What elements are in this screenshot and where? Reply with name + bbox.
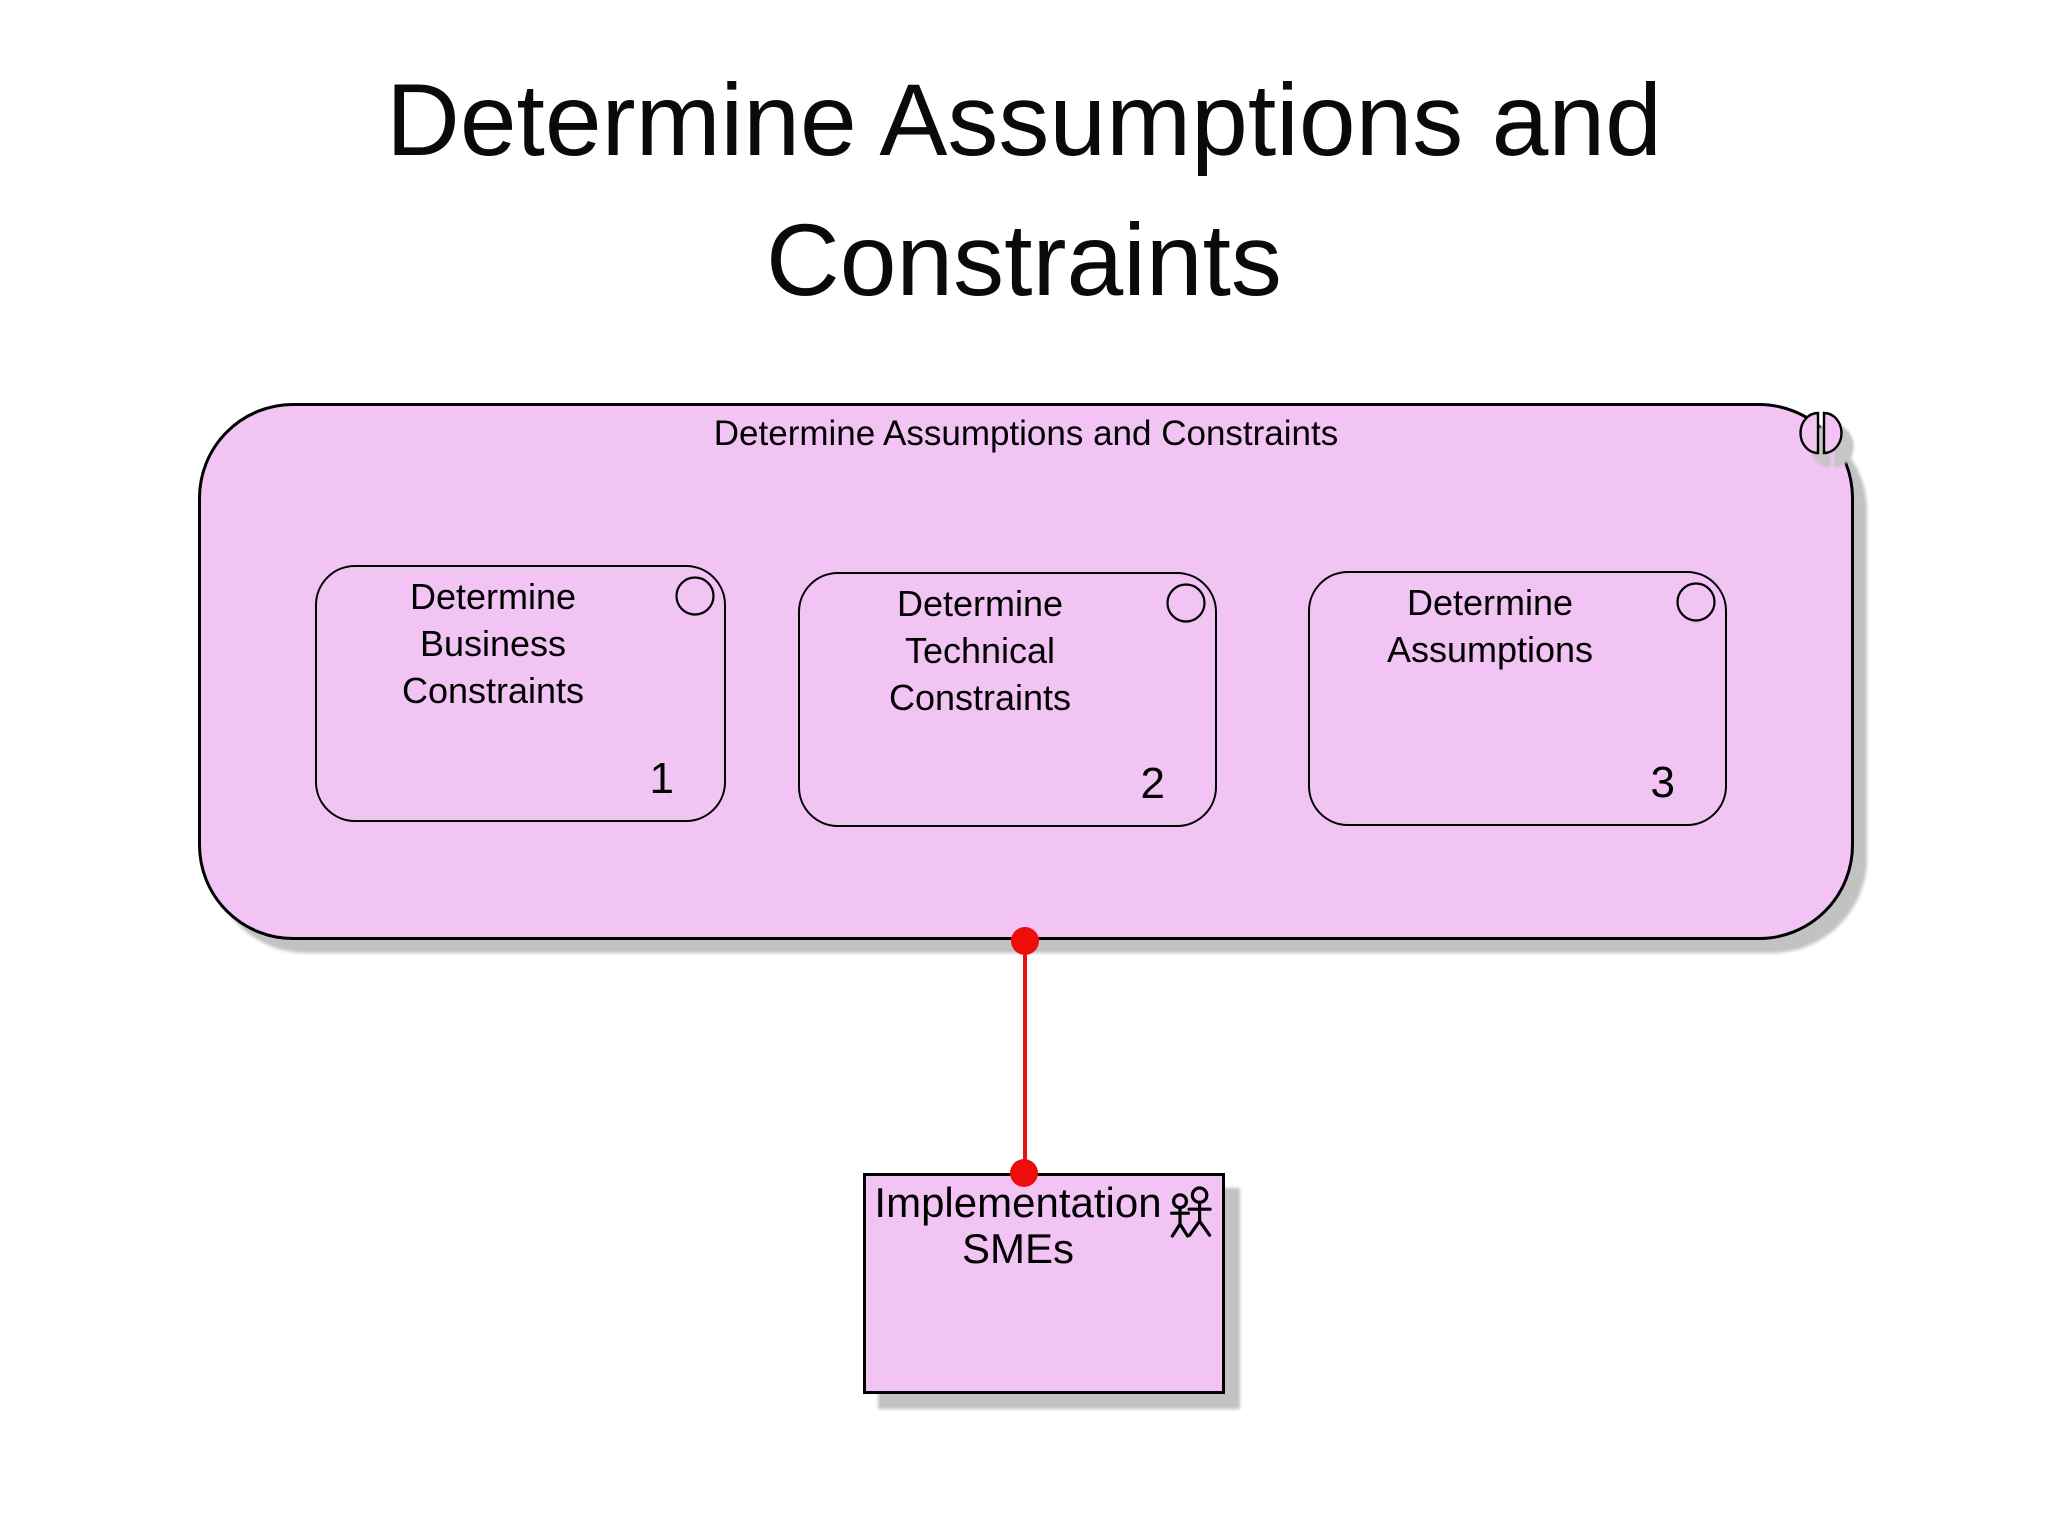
- circle-icon: [675, 576, 715, 616]
- split-circle-icon: [1799, 411, 1843, 455]
- page-title: Determine Assumptions and Constraints: [386, 63, 1662, 317]
- people-icon: [1170, 1186, 1212, 1238]
- circle-shape: [1166, 583, 1206, 623]
- split-circle-left-half: [1799, 411, 1820, 455]
- person-legs: [1188, 1219, 1212, 1237]
- process-number: 3: [1650, 758, 1675, 807]
- circle-icon: [1166, 583, 1206, 623]
- person-legs: [1170, 1222, 1190, 1238]
- process-label: Determine Technical Constraints: [888, 583, 1072, 718]
- person-head: [1190, 1186, 1209, 1204]
- connector-dot-top: [1011, 927, 1039, 955]
- circle-shape: [675, 576, 715, 616]
- process-label: Determine Business Constraints: [401, 576, 585, 711]
- split-circle-right-half: [1822, 411, 1843, 455]
- connector-dot-bottom: [1010, 1159, 1038, 1187]
- process-box-determine-technical-constraints[interactable]: Determine Technical Constraints 2: [798, 572, 1217, 827]
- process-number: 2: [1140, 759, 1165, 808]
- circle-shape: [1676, 582, 1716, 622]
- resource-label: Implementation SMEs: [874, 1179, 1162, 1272]
- resource-box-implementation-smes[interactable]: Implementation SMEs: [863, 1173, 1225, 1394]
- process-label: Determine Assumptions: [1386, 582, 1594, 670]
- process-group-label: Determine Assumptions and Constraints: [713, 414, 1339, 453]
- process-number: 1: [649, 754, 674, 803]
- process-box-determine-assumptions[interactable]: Determine Assumptions 3: [1308, 571, 1727, 826]
- connector-line: [1023, 941, 1027, 1174]
- process-box-determine-business-constraints[interactable]: Determine Business Constraints 1: [315, 565, 726, 822]
- person-head: [1171, 1193, 1189, 1210]
- circle-icon: [1676, 582, 1716, 622]
